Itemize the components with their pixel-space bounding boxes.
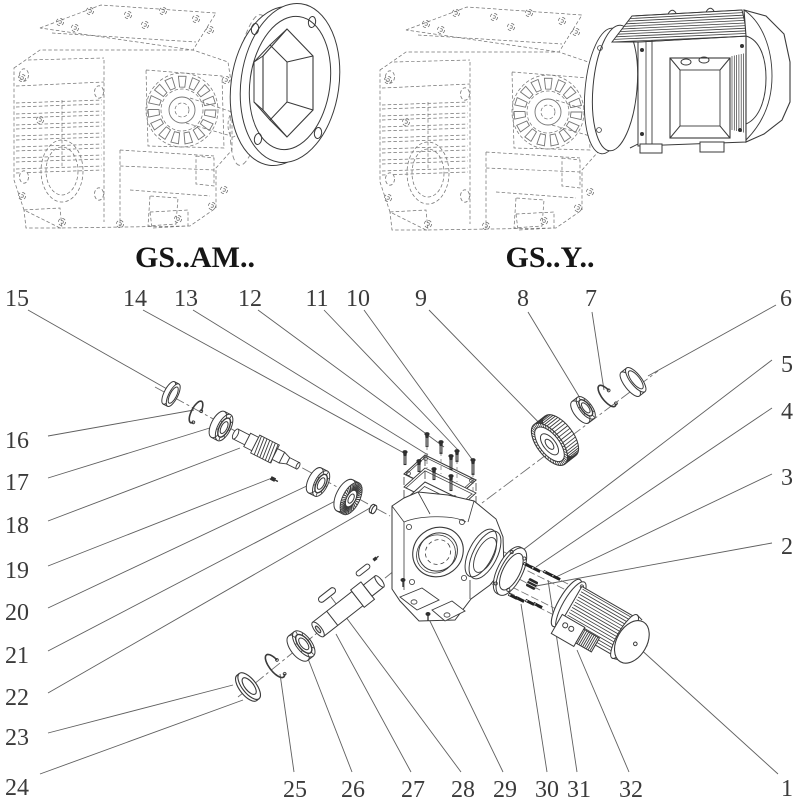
svg-text:28: 28 bbox=[451, 777, 475, 800]
svg-text:30: 30 bbox=[535, 777, 559, 800]
svg-text:23: 23 bbox=[5, 725, 29, 751]
svg-text:18: 18 bbox=[5, 513, 29, 539]
svg-text:7: 7 bbox=[585, 286, 597, 312]
svg-text:25: 25 bbox=[283, 777, 307, 800]
svg-text:17: 17 bbox=[5, 470, 29, 496]
svg-text:1: 1 bbox=[781, 776, 793, 800]
svg-text:9: 9 bbox=[415, 286, 427, 312]
svg-text:2: 2 bbox=[781, 534, 793, 560]
svg-text:22: 22 bbox=[5, 685, 29, 711]
svg-text:GS..AM..: GS..AM.. bbox=[135, 241, 255, 274]
svg-text:20: 20 bbox=[5, 600, 29, 626]
svg-text:31: 31 bbox=[567, 777, 591, 800]
svg-text:8: 8 bbox=[517, 286, 529, 312]
svg-text:GS..Y..: GS..Y.. bbox=[506, 241, 595, 274]
svg-text:32: 32 bbox=[619, 777, 643, 800]
svg-text:6: 6 bbox=[780, 286, 792, 312]
svg-text:13: 13 bbox=[174, 286, 198, 312]
svg-text:19: 19 bbox=[5, 558, 29, 584]
svg-text:15: 15 bbox=[5, 286, 29, 312]
svg-text:4: 4 bbox=[781, 399, 793, 425]
svg-text:11: 11 bbox=[305, 286, 328, 312]
svg-text:5: 5 bbox=[781, 352, 793, 378]
svg-text:12: 12 bbox=[238, 286, 262, 312]
svg-text:3: 3 bbox=[781, 465, 793, 491]
svg-text:24: 24 bbox=[5, 775, 29, 800]
svg-text:14: 14 bbox=[123, 286, 147, 312]
svg-text:29: 29 bbox=[493, 777, 517, 800]
svg-text:16: 16 bbox=[5, 428, 29, 454]
svg-text:26: 26 bbox=[341, 777, 365, 800]
svg-text:10: 10 bbox=[346, 286, 370, 312]
svg-text:27: 27 bbox=[401, 777, 425, 800]
svg-text:21: 21 bbox=[5, 643, 29, 669]
